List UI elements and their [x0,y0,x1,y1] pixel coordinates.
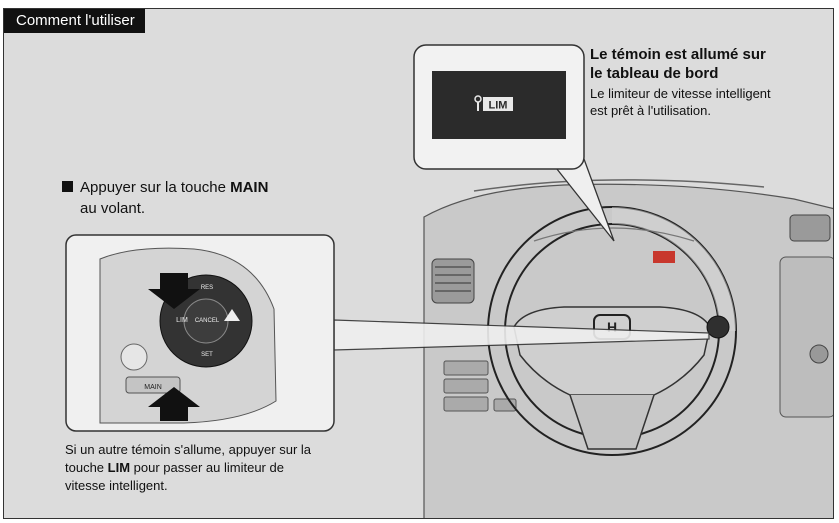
left-air-vent [431,258,475,304]
callout-heading: Le témoin est allumé sur le tableau de b… [590,45,820,83]
callout-heading-line2: le tableau de bord [590,65,719,82]
instruction-key: MAIN [230,179,269,196]
inset-small-button [120,343,148,371]
right-air-vent [789,214,831,242]
inset-set-label: SET [201,352,213,358]
center-knob [809,344,829,364]
caption-line2-suffix: pour passer au limiteur de [130,460,284,475]
callout-body: Le limiteur de vitesse intelligent est p… [590,85,820,119]
caption-block: Si un autre témoin s'allume, appuyer sur… [65,441,395,495]
honda-logo-mark: H [607,319,617,335]
indicator-position-marker [653,251,675,263]
callout-body-line1: Le limiteur de vitesse intelligent [590,86,771,101]
left-vent-slats [435,266,471,292]
press-arrow-lim-icon [148,273,200,309]
center-stack [779,256,833,418]
caption-line2-key: LIM [107,460,131,475]
callout-heading-line1: Le témoin est allumé sur [590,46,766,63]
lim-indicator-label: LIM [489,100,508,112]
bullet-square-icon [62,181,73,192]
instruction-block: Appuyer sur la touche MAIN au volant. [62,177,362,219]
instruction-line2: au volant. [80,200,146,217]
inset-main-button [125,376,181,394]
instruction-prefix: Appuyer sur la touche [80,179,231,196]
caption-line2: touche LIM pour passer au limiteur de [65,459,395,477]
lower-switch-panel [443,360,517,412]
inset-res-label: RES [201,285,213,291]
caption-line1: Si un autre témoin s'allume, appuyer sur… [65,442,311,457]
caption-line3: vitesse intelligent. [65,478,168,493]
right-spoke-switch [706,315,730,339]
gauge-cluster-hood [533,227,695,242]
callout-body-line2: est prêt à l'utilisation. [590,103,711,118]
instruction-line1: Appuyer sur la touche MAIN [62,177,362,198]
dashboard-illustration: H LIM LIM CANCEL RES SET MAIN [65,44,833,518]
wheel-lower-spoke [569,394,655,450]
inset-lim-label: LIM [176,317,188,324]
lim-indicator-icon [474,95,513,111]
inset-main-label: MAIN [144,384,162,391]
inset-cancel-label: CANCEL [195,318,220,324]
caption-line2-prefix: touche [65,460,108,475]
dashboard-top-line [473,179,765,192]
inset-distance-icon [224,309,240,321]
press-arrow-main-icon [148,387,200,421]
section-tag: Comment l'utiliser [4,9,145,33]
illustration-frame: H LIM LIM CANCEL RES SET MAIN [3,8,834,519]
